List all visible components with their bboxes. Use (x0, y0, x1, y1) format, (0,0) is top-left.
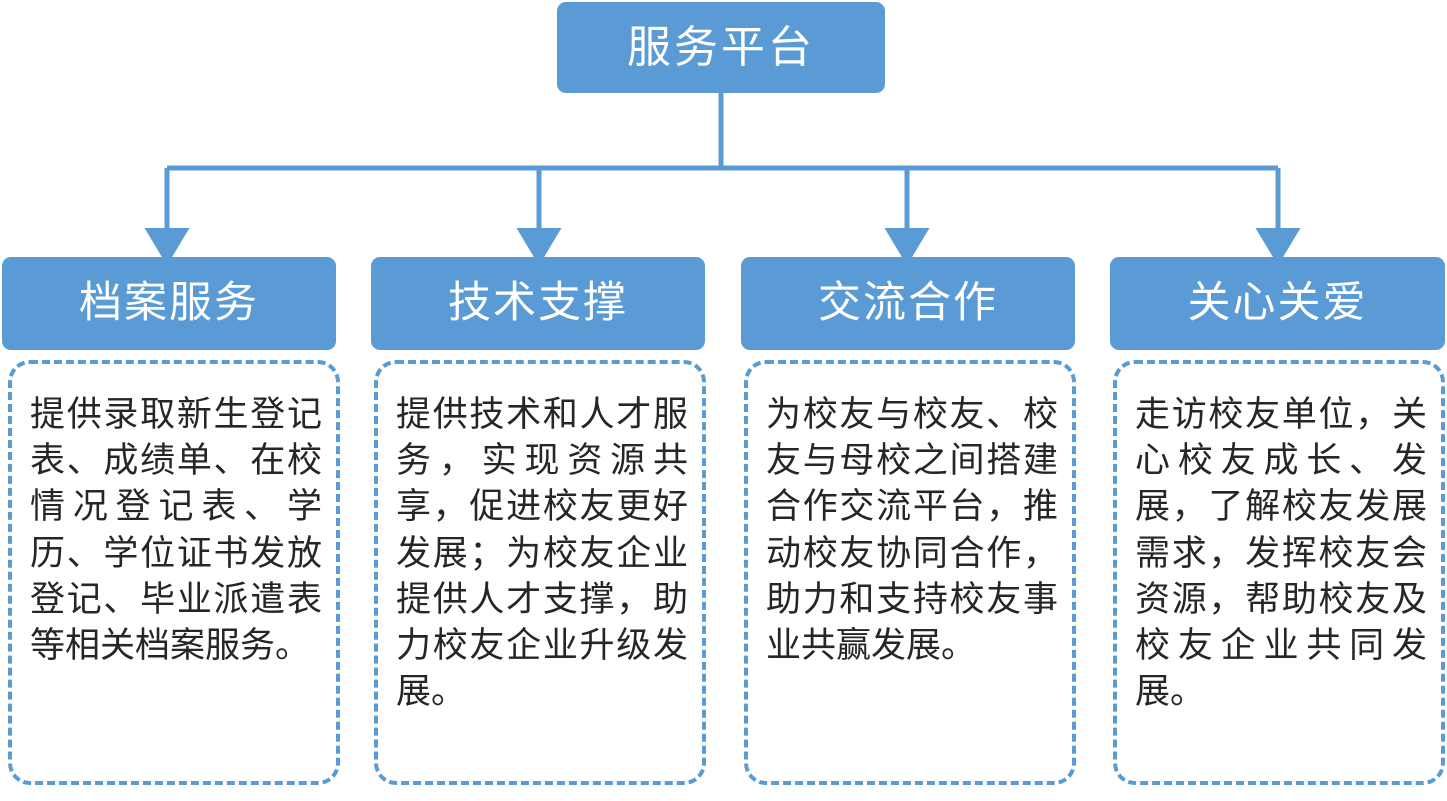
root-node[interactable]: 服务平台 (557, 2, 885, 93)
description-panel-2: 提供技术和人才服务，实现资源共享，促进校友更好发展；为校友企业提供人才支撑，助力… (374, 360, 706, 785)
description-panel-3: 为校友与校友、校友与母校之间搭建合作交流平台，推动校友协同合作，助力和支持校友事… (744, 360, 1076, 785)
category-node-1[interactable]: 档案服务 (2, 257, 336, 350)
category-node-3-label: 交流合作 (818, 278, 998, 328)
category-node-1-label: 档案服务 (79, 278, 259, 328)
category-node-2[interactable]: 技术支撑 (371, 257, 705, 350)
description-panel-3-text: 为校友与校友、校友与母校之间搭建合作交流平台，推动校友协同合作，助力和支持校友事… (766, 395, 1058, 666)
category-node-4[interactable]: 关心关爱 (1110, 257, 1445, 350)
description-panel-1-text: 提供录取新生登记表、成绩单、在校情况登记表、学历、学位证书发放登记、毕业派遣表等… (30, 395, 322, 666)
description-panel-4-text: 走访校友单位，关心校友成长、发展，了解校友发展需求，发挥校友会资源，帮助校友及校… (1135, 395, 1427, 713)
category-node-2-label: 技术支撑 (448, 278, 628, 328)
description-panel-2-text: 提供技术和人才服务，实现资源共享，促进校友更好发展；为校友企业提供人才支撑，助力… (396, 395, 688, 713)
description-panel-4: 走访校友单位，关心校友成长、发展，了解校友发展需求，发挥校友会资源，帮助校友及校… (1113, 360, 1445, 785)
description-panel-1: 提供录取新生登记表、成绩单、在校情况登记表、学历、学位证书发放登记、毕业派遣表等… (8, 360, 340, 785)
category-node-3[interactable]: 交流合作 (741, 257, 1075, 350)
root-node-label: 服务平台 (627, 21, 815, 73)
category-node-4-label: 关心关爱 (1187, 278, 1368, 328)
